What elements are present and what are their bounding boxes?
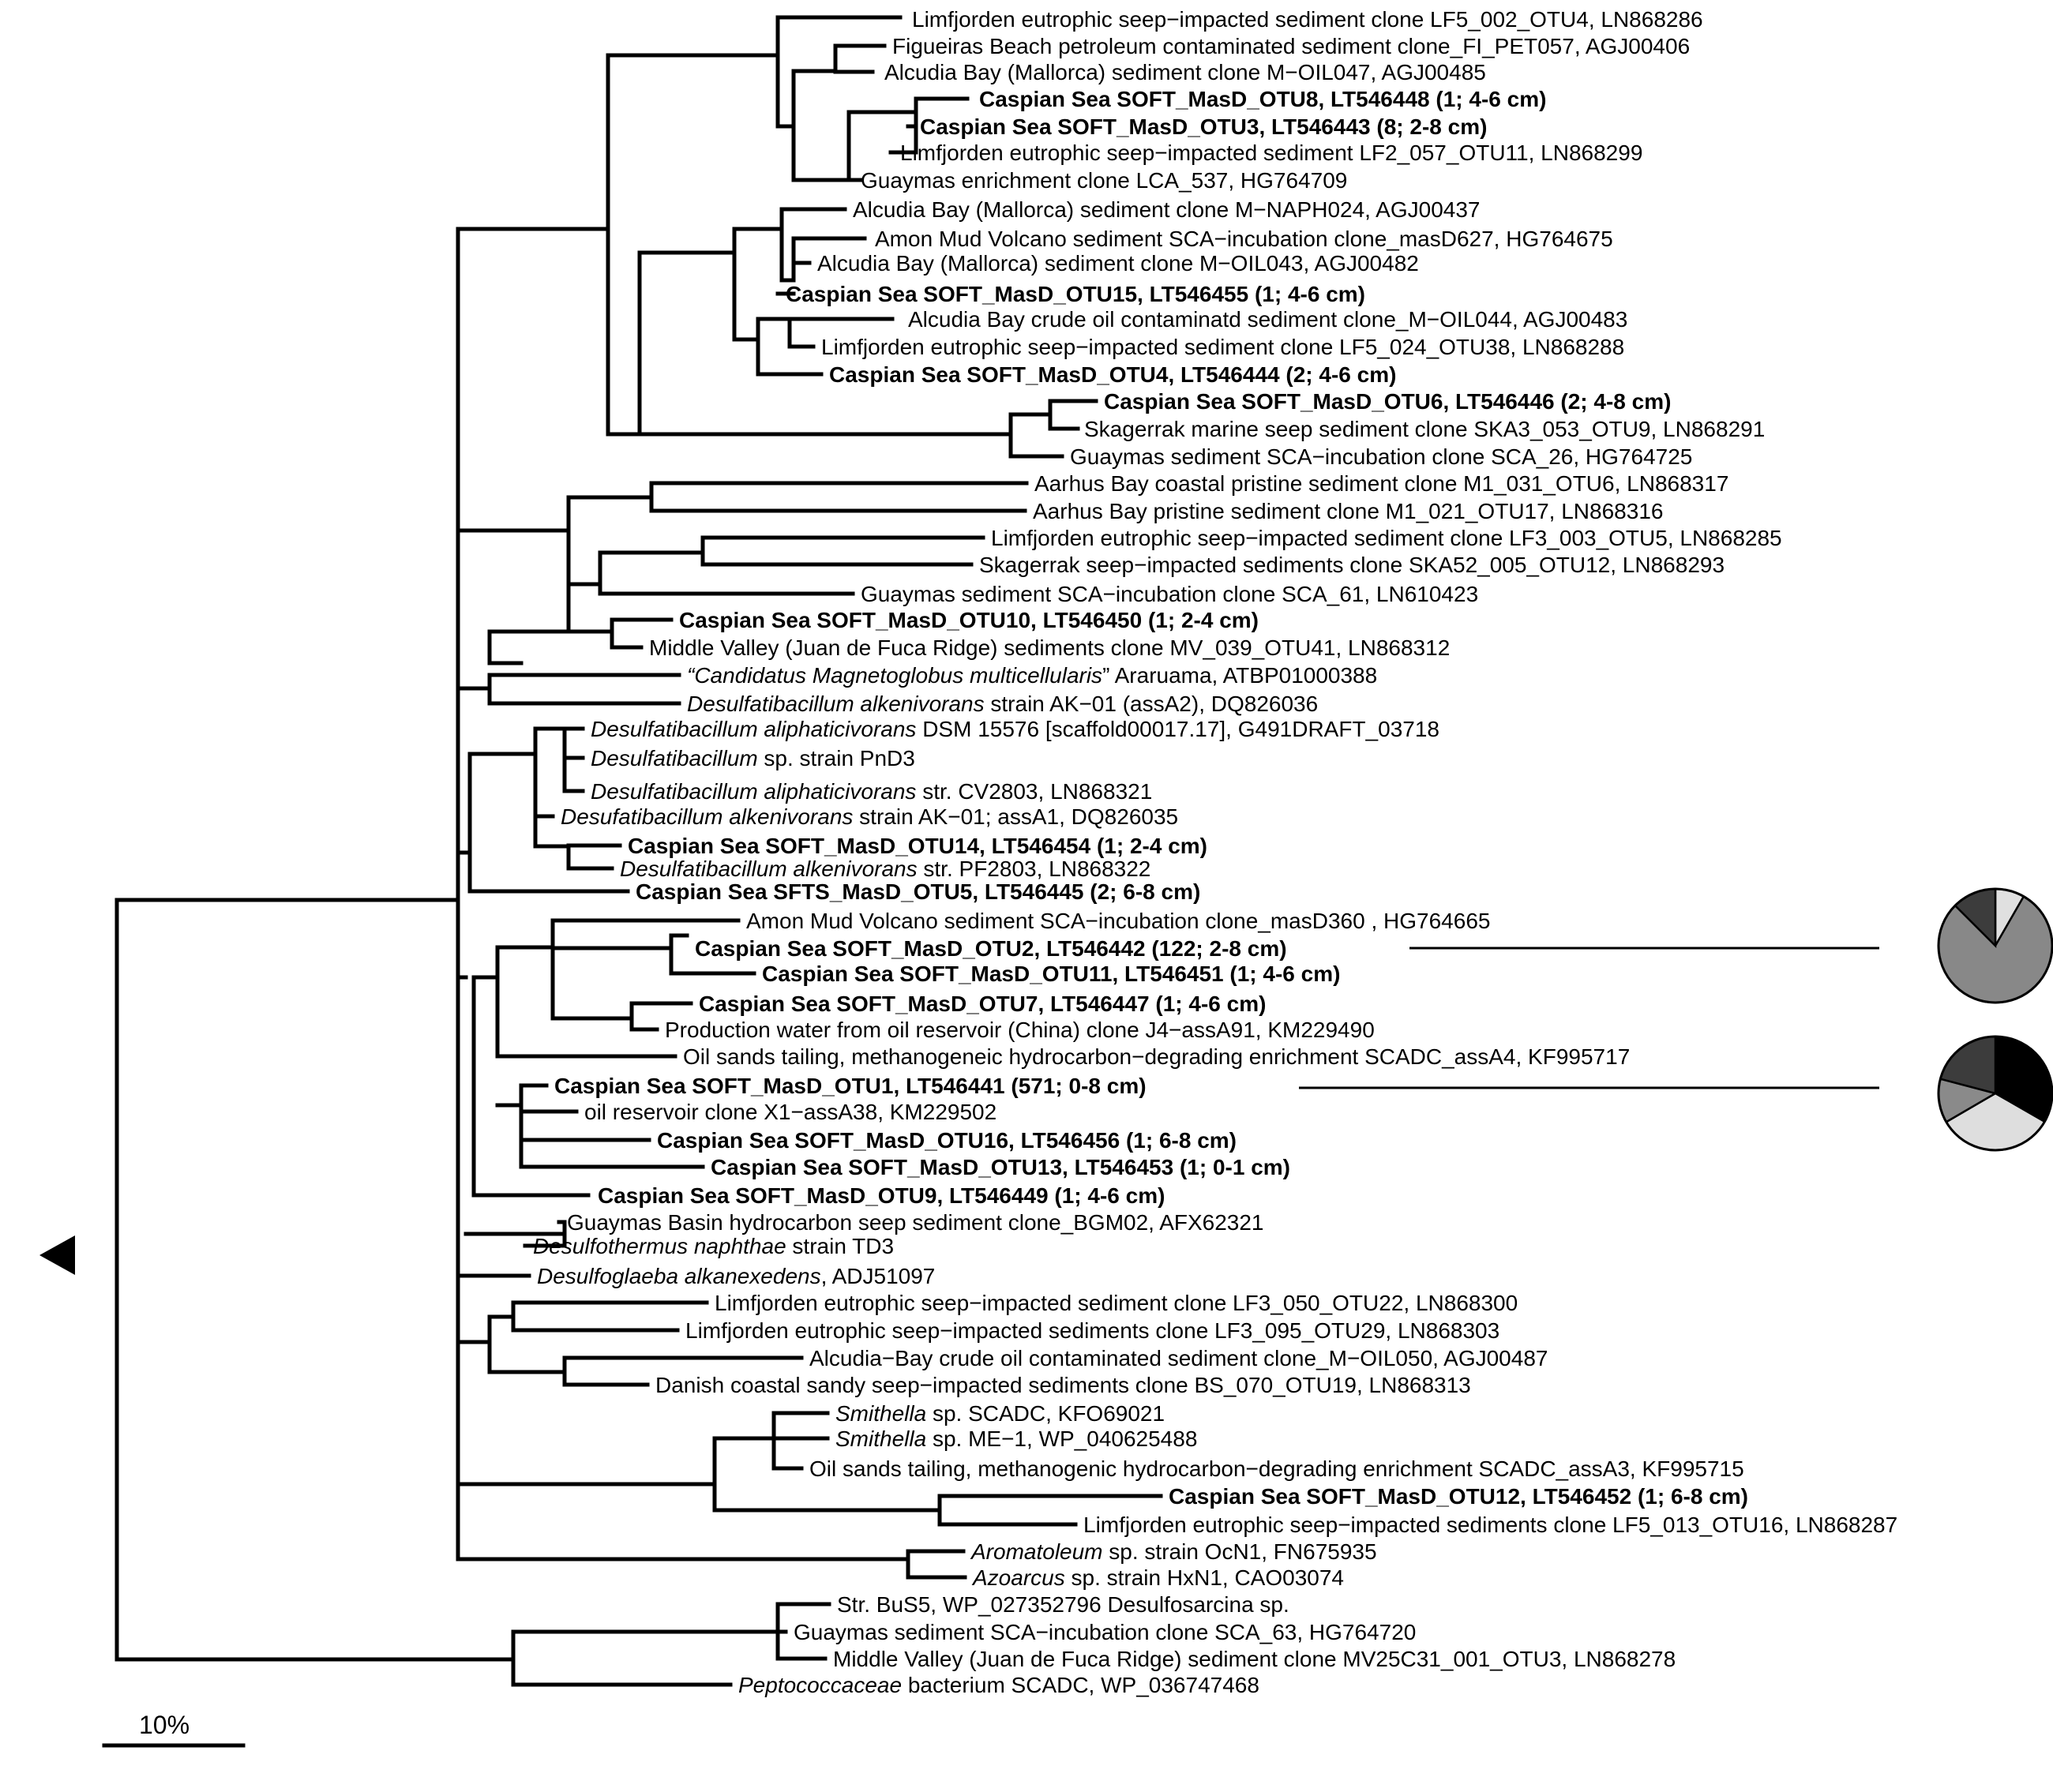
tree-labels: Limfjorden eutrophic seep−impacted sedim… bbox=[533, 7, 1897, 1697]
pie-otu1-outline bbox=[1937, 1035, 2053, 1152]
leaf-label-t13: Limfjorden eutrophic seep−impacted sedim… bbox=[821, 335, 1624, 359]
leaf-label-t22: Guaymas sediment SCA−incubation clone SC… bbox=[861, 582, 1478, 606]
leaf-label-t49: Limfjorden eutrophic seep−impacted sedim… bbox=[685, 1318, 1499, 1343]
leaf-label-t56: Limfjorden eutrophic seep−impacted sedim… bbox=[1083, 1513, 1897, 1537]
leaf-label-t53: Smithella sp. ME−1, WP_040625488 bbox=[835, 1426, 1197, 1451]
leaf-label-t20: Limfjorden eutrophic seep−impacted sedim… bbox=[991, 526, 1782, 550]
leaf-label-t23: Caspian Sea SOFT_MasD_OTU10, LT546450 (1… bbox=[679, 608, 1259, 632]
leaf-label-t10: Alcudia Bay (Mallorca) sediment clone M−… bbox=[817, 251, 1419, 276]
leaf-label-t8: Alcudia Bay (Mallorca) sediment clone M−… bbox=[853, 197, 1481, 222]
tree-branches bbox=[114, 15, 1163, 1687]
leaf-label-t43: Caspian Sea SOFT_MasD_OTU13, LT546453 (1… bbox=[711, 1155, 1290, 1179]
leaf-label-t45: Guaymas Basin hydrocarbon seep sediment … bbox=[567, 1210, 1264, 1235]
leaf-label-t28: Desulfatibacillum sp. strain PnD3 bbox=[591, 746, 915, 770]
leaf-label-t12: Alcudia Bay crude oil contaminatd sedime… bbox=[908, 307, 1627, 332]
leaf-label-t58: Azoarcus sp. strain HxN1, CAO03074 bbox=[971, 1565, 1344, 1590]
leaf-label-t16: Skagerrak marine seep sediment clone SKA… bbox=[1084, 417, 1765, 441]
leaf-label-t1: Limfjorden eutrophic seep−impacted sedim… bbox=[912, 7, 1703, 32]
leaf-label-t4: Caspian Sea SOFT_MasD_OTU8, LT546448 (1;… bbox=[979, 87, 1546, 111]
leaf-label-t57: Aromatoleum sp. strain OcN1, FN675935 bbox=[970, 1539, 1377, 1564]
pie-otu1 bbox=[1937, 1035, 2053, 1152]
leaf-label-t60: Guaymas sediment SCA−incubation clone SC… bbox=[794, 1620, 1416, 1644]
leaf-label-t50: Alcudia−Bay crude oil contaminated sedim… bbox=[809, 1346, 1548, 1370]
leaf-label-t39: Oil sands tailing, methanogeneic hydroca… bbox=[683, 1044, 1630, 1069]
leaf-label-t27: Desulfatibacillum aliphaticivorans DSM 1… bbox=[591, 717, 1439, 741]
leaf-label-t2: Figueiras Beach petroleum contaminated s… bbox=[892, 34, 1690, 58]
leaf-label-t21: Skagerrak seep−impacted sediments clone … bbox=[979, 553, 1725, 577]
leaf-label-t19: Aarhus Bay pristine sediment clone M1_02… bbox=[1033, 499, 1663, 523]
leaf-label-t54: Oil sands tailing, methanogenic hydrocar… bbox=[809, 1456, 1744, 1481]
leaf-label-t36: Caspian Sea SOFT_MasD_OTU11, LT546451 (1… bbox=[762, 962, 1340, 986]
leaf-label-t61: Middle Valley (Juan de Fuca Ridge) sedim… bbox=[833, 1647, 1676, 1671]
leaf-label-t31: Caspian Sea SOFT_MasD_OTU14, LT546454 (1… bbox=[628, 834, 1207, 858]
pie-charts bbox=[1937, 887, 2053, 1152]
leaf-label-t38: Production water from oil reservoir (Chi… bbox=[665, 1018, 1375, 1042]
leaf-label-t29: Desulfatibacillum aliphaticivorans str. … bbox=[591, 779, 1152, 804]
leaf-label-t14: Caspian Sea SOFT_MasD_OTU4, LT546444 (2;… bbox=[829, 362, 1396, 387]
scale-bar-label: 10% bbox=[139, 1711, 190, 1739]
leaf-label-t18: Aarhus Bay coastal pristine sediment clo… bbox=[1034, 471, 1728, 496]
leaf-label-t46: Desulfothermus naphthae strain TD3 bbox=[533, 1234, 894, 1258]
leaf-label-t32: Desulfatibacillum alkenivorans str. PF28… bbox=[620, 857, 1150, 881]
leaf-label-t7: Guaymas enrichment clone LCA_537, HG7647… bbox=[861, 168, 1347, 193]
root-arrow-icon bbox=[39, 1235, 75, 1275]
leaf-label-t9: Amon Mud Volcano sediment SCA−incubation… bbox=[875, 227, 1613, 251]
leaf-label-t47: Desulfoglaeba alkanexedens, ADJ51097 bbox=[537, 1264, 935, 1288]
pie-otu2-outline bbox=[1937, 887, 2053, 1004]
leaf-label-t25: “Candidatus Magnetoglobus multicellulari… bbox=[687, 663, 1377, 688]
leaf-label-t52: Smithella sp. SCADC, KFO69021 bbox=[835, 1401, 1165, 1426]
leaf-label-t17: Guaymas sediment SCA−incubation clone SC… bbox=[1070, 444, 1692, 469]
leaf-label-t15: Caspian Sea SOFT_MasD_OTU6, LT546446 (2;… bbox=[1104, 389, 1671, 414]
leaf-label-t30: Desufatibacillum alkenivorans strain AK−… bbox=[561, 804, 1178, 829]
leaf-label-t40: Caspian Sea SOFT_MasD_OTU1, LT546441 (57… bbox=[554, 1074, 1147, 1098]
leaf-label-t55: Caspian Sea SOFT_MasD_OTU12, LT546452 (1… bbox=[1169, 1484, 1748, 1509]
leaf-label-t24: Middle Valley (Juan de Fuca Ridge) sedim… bbox=[649, 635, 1450, 660]
leaf-label-t48: Limfjorden eutrophic seep−impacted sedim… bbox=[715, 1291, 1518, 1315]
leaf-label-t3: Alcudia Bay (Mallorca) sediment clone M−… bbox=[884, 60, 1486, 84]
pie-otu2 bbox=[1937, 887, 2053, 1004]
leaf-label-t62: Peptococcaceae bacterium SCADC, WP_03674… bbox=[738, 1673, 1259, 1697]
leaf-label-t59: Str. BuS5, WP_027352796 Desulfosarcina s… bbox=[837, 1592, 1289, 1617]
leaf-label-t44: Caspian Sea SOFT_MasD_OTU9, LT546449 (1;… bbox=[598, 1183, 1165, 1208]
leaf-label-t42: Caspian Sea SOFT_MasD_OTU16, LT546456 (1… bbox=[657, 1128, 1237, 1153]
leaf-label-t26: Desulfatibacillum alkenivorans strain AK… bbox=[687, 692, 1318, 716]
leaf-label-t33: Caspian Sea SFTS_MasD_OTU5, LT546445 (2;… bbox=[636, 879, 1200, 904]
leaf-label-t41: oil reservoir clone X1−assA38, KM229502 bbox=[584, 1100, 996, 1124]
leaf-label-t5: Caspian Sea SOFT_MasD_OTU3, LT546443 (8;… bbox=[920, 114, 1487, 139]
leaf-label-t34: Amon Mud Volcano sediment SCA−incubation… bbox=[746, 909, 1490, 933]
leaf-label-t11: Caspian Sea SOFT_MasD_OTU15, LT546455 (1… bbox=[786, 282, 1365, 306]
leaf-label-t37: Caspian Sea SOFT_MasD_OTU7, LT546447 (1;… bbox=[699, 992, 1266, 1016]
leaf-label-t35: Caspian Sea SOFT_MasD_OTU2, LT546442 (12… bbox=[695, 936, 1287, 961]
leaf-label-t51: Danish coastal sandy seep−impacted sedim… bbox=[655, 1373, 1471, 1397]
leaf-label-t6: Limfjorden eutrophic seep−impacted sedim… bbox=[900, 141, 1642, 165]
